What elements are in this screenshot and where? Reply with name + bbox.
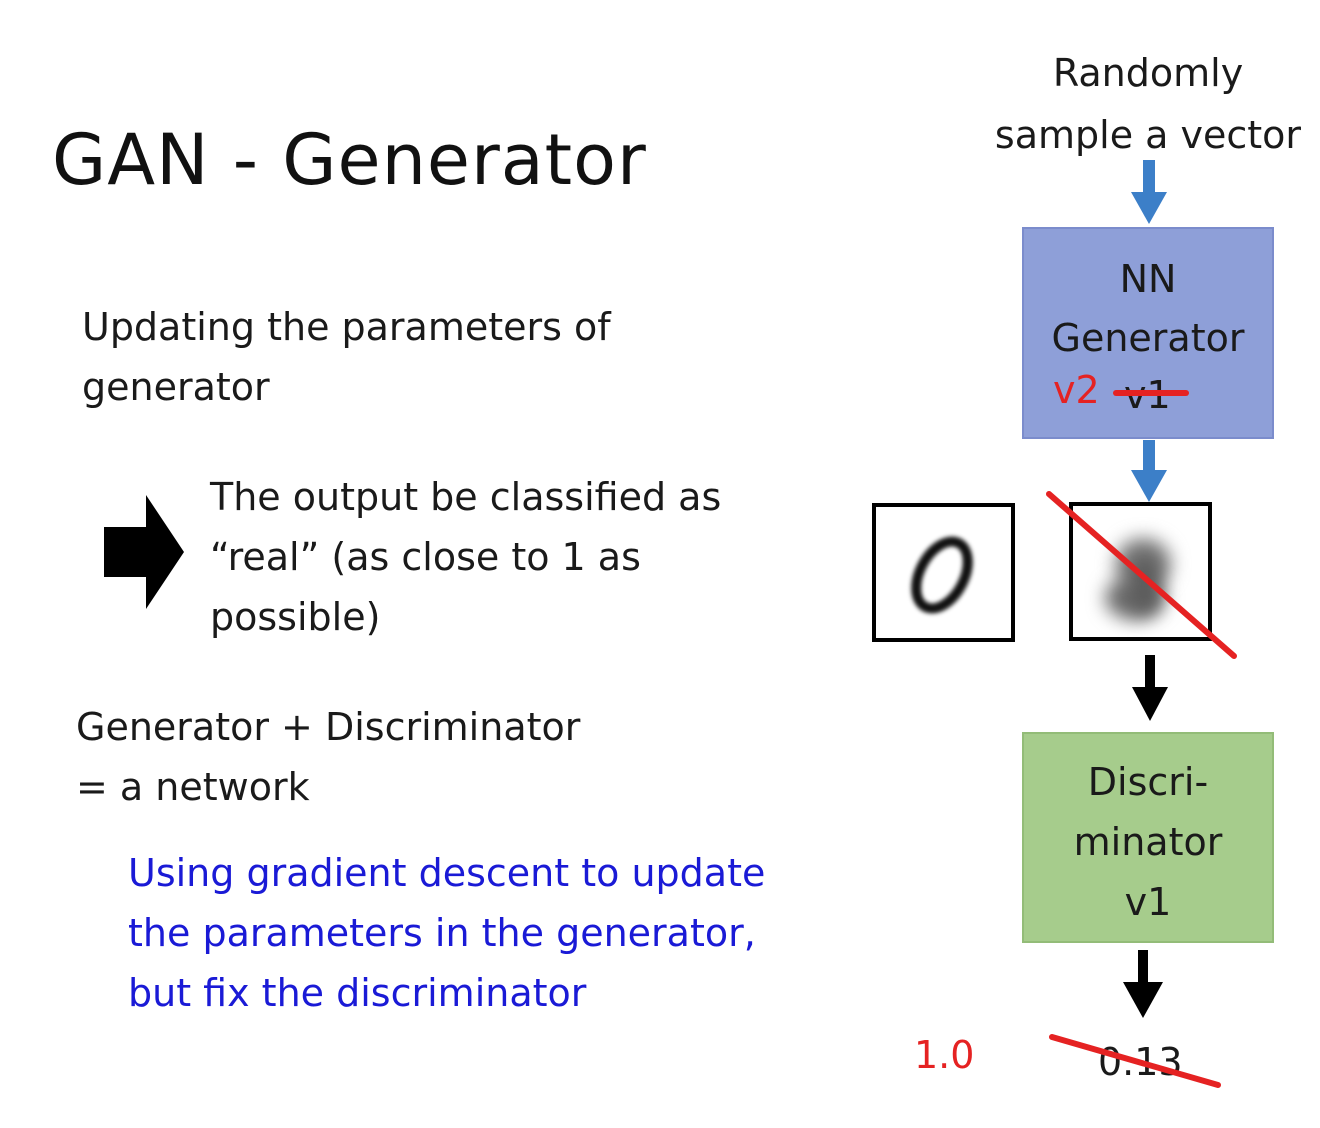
generator-version-old: v1 — [1124, 373, 1171, 417]
generator-label-line-2: Generator — [1051, 316, 1245, 360]
down-arrow-icon — [1131, 160, 1167, 224]
network-line-1: Generator + Discriminator — [76, 705, 581, 749]
down-arrow-icon — [1132, 655, 1168, 721]
gradient-line-2: the parameters in the generator, — [128, 911, 756, 955]
output-line-1: The output be classified as — [210, 475, 722, 519]
discriminator-label-line-2: minator — [1073, 820, 1223, 864]
updating-line-2: generator — [82, 365, 270, 409]
gradient-text: Using gradient descent to update the par… — [128, 843, 765, 1023]
output-line-3: possible) — [210, 595, 381, 639]
sample-vector-label: Randomly sample a vector — [960, 42, 1320, 166]
output-line-2: “real” (as close to 1 as — [210, 535, 641, 579]
updating-text: Updating the parameters of generator — [82, 297, 611, 417]
gradient-line-1: Using gradient descent to update — [128, 851, 766, 895]
network-text: Generator + Discriminator = a network — [76, 697, 580, 817]
score-new: 1.0 — [914, 1033, 975, 1077]
score-old: 0.13 — [1098, 1040, 1183, 1084]
network-line-2: = a network — [76, 765, 310, 809]
gradient-line-3: but fix the discriminator — [128, 971, 587, 1015]
real-digit-image — [872, 503, 1015, 642]
generator-box: NN Generator — [1022, 227, 1274, 439]
slide-title: GAN - Generator — [52, 119, 647, 201]
sample-line-2: sample a vector — [994, 113, 1302, 157]
sample-line-1: Randomly — [1052, 51, 1244, 95]
discriminator-label-line-3: v1 — [1124, 880, 1172, 924]
updating-line-1: Updating the parameters of — [82, 305, 611, 349]
right-arrow-icon — [104, 495, 184, 609]
discriminator-box: Discri- minator v1 — [1022, 732, 1274, 943]
generator-label-line-1: NN — [1119, 257, 1177, 301]
output-text: The output be classified as “real” (as c… — [210, 467, 721, 647]
down-arrow-icon — [1123, 950, 1163, 1018]
down-arrow-icon — [1131, 440, 1167, 502]
discriminator-label-line-1: Discri- — [1087, 760, 1209, 804]
generated-digit-image — [1069, 502, 1212, 641]
generator-version-new: v2 — [1053, 368, 1100, 412]
